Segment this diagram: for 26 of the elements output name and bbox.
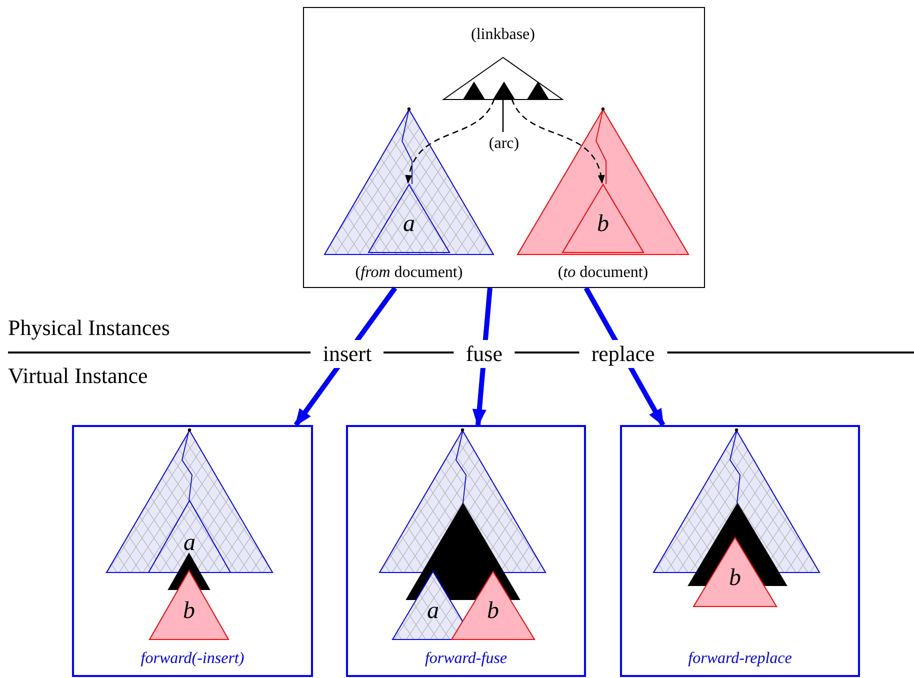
tree-caption: (to document) (556, 263, 650, 283)
subtree-letter: a (402, 210, 416, 238)
operation-caption: forward(-insert) (140, 649, 246, 669)
instance-frame (303, 7, 705, 288)
virtual-instance-frame (620, 425, 860, 677)
arrow (406, 98, 495, 184)
subtree-letter: a (182, 529, 196, 557)
section-label: Virtual Instance (8, 362, 148, 390)
subtree-letter: b (486, 597, 500, 625)
tree-label: (linkbase) (470, 25, 536, 45)
section-label: Physical Instances (8, 314, 170, 342)
virtual-instance-frame (72, 425, 313, 677)
subtree-letter: a (426, 597, 440, 625)
operation-caption: forward-replace (687, 649, 793, 669)
subtree-letter: b (728, 564, 742, 592)
leader-line (502, 99, 504, 132)
arrow (511, 98, 604, 184)
edge-label: replace (579, 340, 667, 368)
operation-caption: forward-fuse (424, 649, 508, 669)
subtree-letter: b (182, 597, 196, 625)
virtual-instance-frame (346, 425, 586, 677)
edge-label: fuse (454, 340, 514, 368)
arc-label: (arc) (479, 133, 529, 155)
tree-caption: (from document) (354, 263, 464, 283)
subtree-letter: b (596, 210, 610, 238)
edge-label: insert (310, 340, 384, 368)
